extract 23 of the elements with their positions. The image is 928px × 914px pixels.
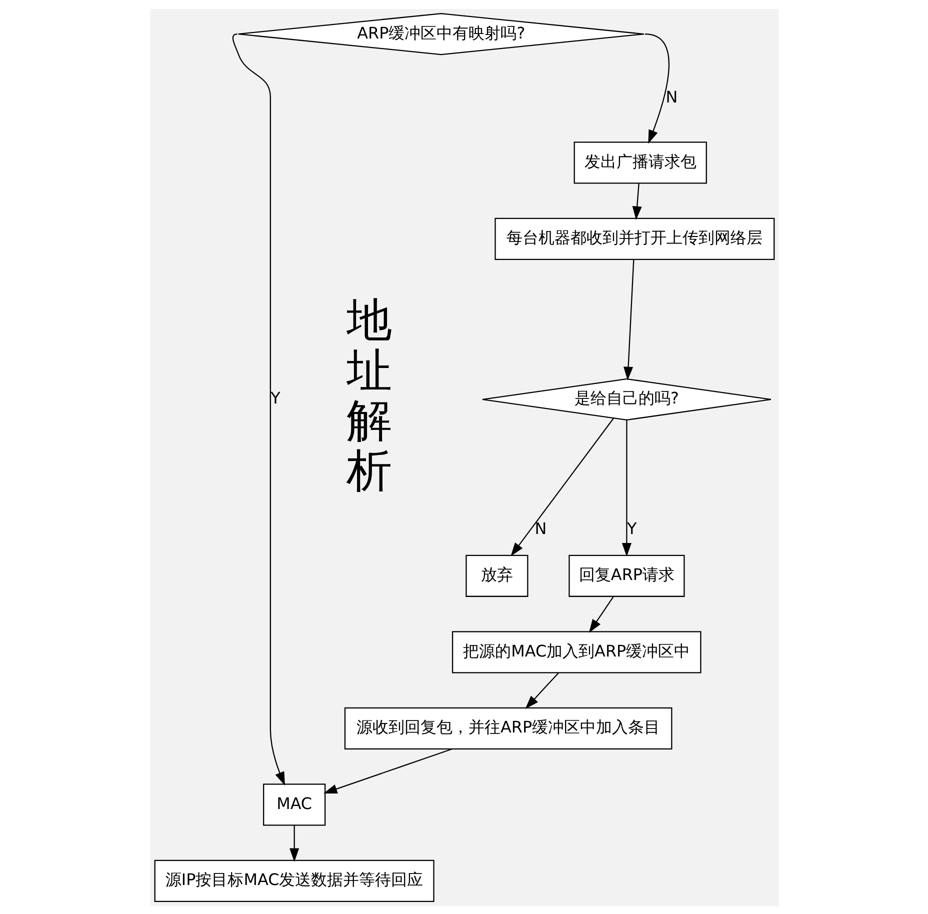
node-diamond: ARP缓冲区中有映射吗?: [237, 12, 644, 55]
node-diamond: 是给自己的吗?: [481, 378, 771, 420]
node-box: 源IP按目标MAC发送数据并等待回应: [154, 859, 434, 902]
arrow: [510, 417, 614, 556]
arrow: [621, 420, 631, 556]
arrow: [632, 182, 642, 220]
node-box: 发出广播请求包: [573, 141, 706, 184]
node-box: 每台机器都收到并打开上传到网络层: [494, 217, 774, 260]
arrow: [524, 672, 559, 708]
arrow: [644, 32, 669, 144]
arrow: [232, 33, 284, 786]
node-box: 把源的MAC加入到ARP缓冲区中: [451, 630, 701, 673]
arrow: [588, 596, 614, 632]
edge-label: N: [534, 518, 546, 538]
arrow: [322, 748, 452, 794]
node-box: 回复ARP请求: [568, 554, 684, 596]
node-box: MAC: [262, 783, 326, 826]
edge-label: N: [665, 87, 678, 106]
node-box: 放弃: [465, 554, 528, 596]
label: 地址解析: [346, 293, 392, 496]
arrow: [623, 258, 634, 380]
node-box: 源收到回复包，并往ARP缓冲区中加入条目: [344, 706, 672, 749]
arrow: [289, 824, 299, 862]
